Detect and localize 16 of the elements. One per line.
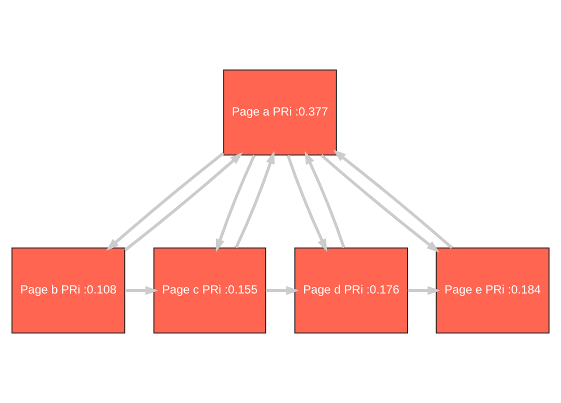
arrow bbox=[106, 152, 224, 251]
arrow bbox=[124, 286, 158, 296]
node-box: Page d PRi :0.176 bbox=[294, 248, 408, 334]
arrow bbox=[266, 286, 300, 296]
arrow bbox=[216, 154, 256, 252]
arrow bbox=[234, 150, 275, 248]
arrow bbox=[286, 154, 328, 252]
arrow bbox=[408, 286, 440, 296]
arrow bbox=[304, 151, 346, 248]
arrow bbox=[124, 152, 243, 252]
node-box: Page a PRi :0.377 bbox=[223, 69, 337, 156]
arrow bbox=[320, 154, 440, 253]
node-box: Page e PRi :0.184 bbox=[436, 248, 550, 334]
arrow bbox=[333, 150, 453, 249]
node-box: Page b PRi :0.108 bbox=[11, 248, 126, 334]
node-box: Page c PRi :0.155 bbox=[153, 248, 266, 334]
